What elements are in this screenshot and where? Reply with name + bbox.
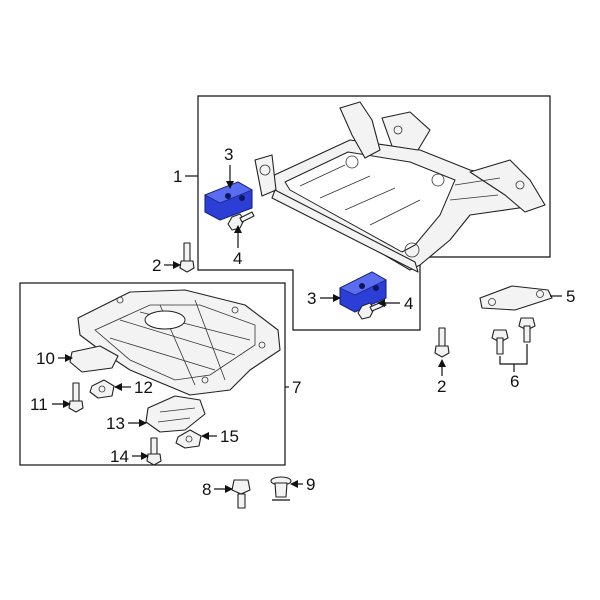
push-clip xyxy=(270,476,292,501)
skid-plate-group-outline xyxy=(19,282,286,466)
insulator-pad xyxy=(69,345,119,373)
callout-12: 12 xyxy=(134,378,153,397)
brace-bolt-1 xyxy=(491,329,509,355)
callout-11: 11 xyxy=(30,395,48,414)
callout-13: 13 xyxy=(106,414,125,433)
callout-5: 5 xyxy=(566,287,575,306)
callout-15: 15 xyxy=(220,427,239,446)
callout-6: 6 xyxy=(510,372,519,391)
callout-4-right: 4 xyxy=(404,294,413,313)
shield-bolt xyxy=(146,437,162,466)
flange-bolt xyxy=(231,479,251,509)
crossmember-group-outline xyxy=(197,95,551,331)
clip-nut xyxy=(89,379,115,399)
callout-14: 14 xyxy=(110,447,129,466)
front-crossmember xyxy=(254,101,546,273)
skid-plate xyxy=(77,289,281,396)
callout-9: 9 xyxy=(306,475,315,494)
callout-10: 10 xyxy=(36,349,55,368)
crossmember-bolt-right xyxy=(434,327,450,358)
callout-1: 1 xyxy=(173,167,182,186)
callout-4-left: 4 xyxy=(233,249,242,268)
callout-7: 7 xyxy=(292,378,301,397)
lower-shield xyxy=(145,395,206,433)
brace-bolt-2 xyxy=(518,317,536,343)
callout-8: 8 xyxy=(202,480,211,499)
skid-plate-bolt xyxy=(68,382,84,413)
callout-3-right: 3 xyxy=(307,289,316,308)
callout-2-right: 2 xyxy=(437,377,446,396)
mounting-bracket-left xyxy=(204,181,253,221)
callout-3-left: 3 xyxy=(224,145,233,164)
crossmember-bolt-left xyxy=(179,242,195,273)
mounting-bracket-right xyxy=(339,271,387,313)
callout-2-left: 2 xyxy=(152,256,161,275)
brace-plate xyxy=(479,285,553,311)
shield-nut xyxy=(175,429,202,449)
